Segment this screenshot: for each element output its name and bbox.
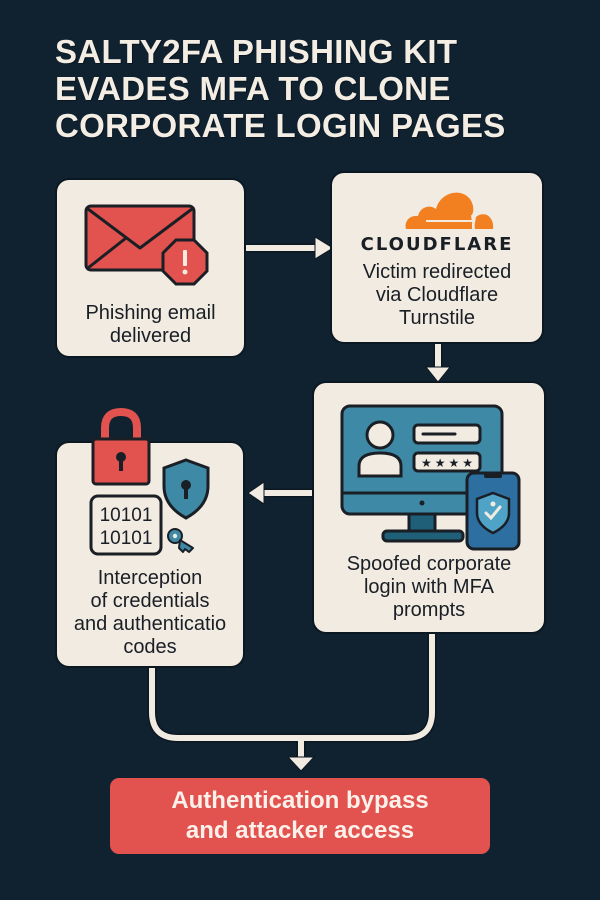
step-label-line: via Cloudflare xyxy=(375,284,499,306)
envelope-warning-icon xyxy=(84,204,209,286)
arrowhead-down xyxy=(424,366,452,383)
result-line: Authentication bypass xyxy=(171,787,429,814)
title-line: EVADES MFA TO CLONE xyxy=(55,70,451,107)
key-icon xyxy=(167,528,194,553)
step-label-line: and authenticatio xyxy=(73,613,227,635)
lock-shield-binary-key-icon: 10101 10101 xyxy=(89,407,210,556)
svg-text:★★★★: ★★★★ xyxy=(421,456,476,470)
binary-line: 10101 xyxy=(100,528,153,549)
page-title: SALTY2FA PHISHING KIT EVADES MFA TO CLON… xyxy=(55,33,575,144)
monitor-login-phone-shield-icon: ★★★★ xyxy=(340,404,521,551)
arrowhead-down-result xyxy=(286,756,316,772)
cloudflare-cloud-icon xyxy=(405,192,494,230)
step-spoofed-login: ★★★★ Spoofed corporate login with MFA pr… xyxy=(314,383,544,632)
binary-line: 10101 xyxy=(100,505,153,526)
step-label-line: Phishing email xyxy=(85,302,216,324)
step-label-line: codes xyxy=(123,636,177,658)
step-label-line: prompts xyxy=(392,599,466,621)
arrowhead-left xyxy=(247,481,265,505)
step-label-line: Victim redirected xyxy=(362,261,512,283)
arrowhead-right xyxy=(314,236,334,260)
result-authentication-bypass: Authentication bypass and attacker acces… xyxy=(110,778,490,854)
cloudflare-logo-text: CLOUDFLARE xyxy=(360,234,514,255)
step-label-line: login with MFA xyxy=(363,576,495,598)
step-label-line: of credentials xyxy=(90,590,210,612)
step-cloudflare-redirect: CLOUDFLARE Victim redirected via Cloudfl… xyxy=(332,173,542,342)
step-label-line: Turnstile xyxy=(399,307,475,329)
step-label-line: Spoofed corporate xyxy=(346,553,512,575)
merge-connector xyxy=(149,632,435,741)
title-line: CORPORATE LOGIN PAGES xyxy=(55,107,506,144)
step-phishing-email: Phishing email delivered xyxy=(57,180,244,356)
title-line: SALTY2FA PHISHING KIT xyxy=(55,33,458,70)
step-label-line: Interception xyxy=(97,567,203,589)
result-line: and attacker access xyxy=(185,817,415,844)
step-label-line: delivered xyxy=(109,325,192,347)
